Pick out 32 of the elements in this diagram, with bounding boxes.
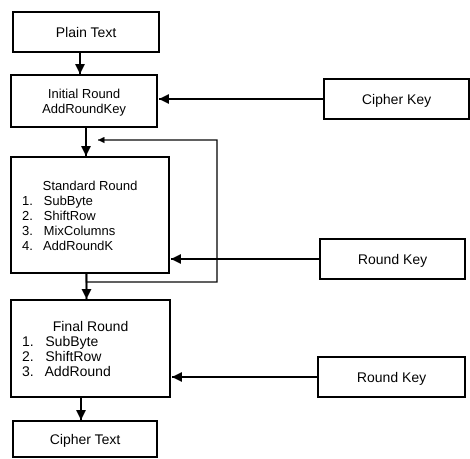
- box-label: Cipher Text: [50, 432, 120, 446]
- box-label: Initial Round: [48, 86, 120, 101]
- process-box: [323, 78, 470, 120]
- process-box: [317, 356, 466, 398]
- step-text: 2. ShiftRow: [21, 208, 96, 222]
- step-text: 1. SubByte: [21, 334, 98, 348]
- arrow: [159, 94, 323, 104]
- arrow: [171, 254, 319, 264]
- process-box: [319, 238, 466, 280]
- loop-arrow: [85, 136, 218, 283]
- step-text: 2. ShiftRow: [21, 348, 102, 364]
- step-text: 3. MixColumns: [21, 222, 116, 238]
- process-box: [12, 420, 158, 458]
- step-text: 1. SubByte: [21, 192, 93, 208]
- process-box: [10, 74, 158, 128]
- box-label: Cipher Key: [362, 92, 432, 106]
- box-label: Round Key: [358, 252, 428, 266]
- box-label: Standard Round: [42, 178, 138, 192]
- box-label: Plain Text: [56, 24, 116, 40]
- box-label: Final Round: [52, 318, 128, 334]
- arrow: [82, 274, 92, 299]
- arrow: [172, 372, 317, 382]
- box-label: Round Key: [356, 370, 426, 384]
- arrow: [81, 128, 91, 156]
- process-box: [12, 11, 160, 53]
- process-box: [10, 156, 170, 274]
- arrow: [75, 53, 85, 74]
- process-box: [10, 299, 171, 398]
- box-label: AddRoundKey: [42, 101, 126, 116]
- arrow: [76, 398, 86, 420]
- step-text: 4. AddRoundK: [21, 238, 114, 252]
- step-text: 3. AddRound: [21, 364, 111, 378]
